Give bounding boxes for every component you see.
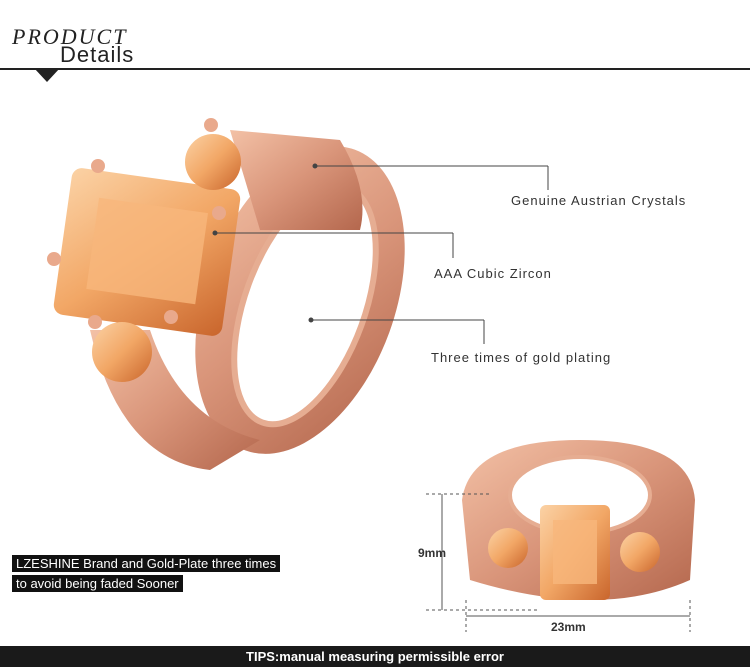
header-product-label: PRODUCT xyxy=(12,24,128,49)
tips-bar: TIPS:manual measuring permissible error xyxy=(0,646,750,667)
callout-zircon: AAA Cubic Zircon xyxy=(434,266,552,281)
brand-line-2: to avoid being faded Sooner xyxy=(12,575,183,592)
header-pointer-icon xyxy=(34,68,60,82)
dimension-height-label: 9mm xyxy=(418,546,447,560)
header-details-label: Details xyxy=(60,42,135,67)
dimension-lines xyxy=(426,493,691,632)
large-ring-image xyxy=(47,118,405,470)
small-ring-image xyxy=(462,440,695,600)
header: PRODUCT Details xyxy=(0,0,750,90)
brand-caption: LZESHINE Brand and Gold-Plate three time… xyxy=(12,555,281,595)
brand-line-1: LZESHINE Brand and Gold-Plate three time… xyxy=(12,555,281,572)
callout-lines xyxy=(212,163,549,344)
dimension-width-label: 23mm xyxy=(551,620,586,634)
callout-plating: Three times of gold plating xyxy=(431,350,612,365)
callout-crystals: Genuine Austrian Crystals xyxy=(511,193,687,208)
header-divider xyxy=(0,68,750,70)
